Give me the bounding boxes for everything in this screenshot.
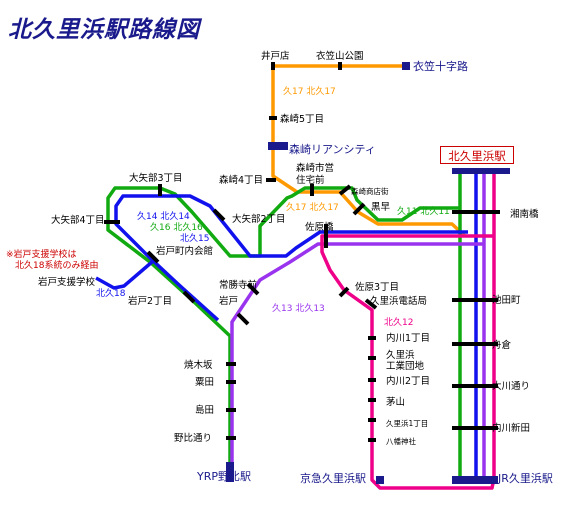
terminal-marker-jr (452, 476, 498, 484)
stop-ooyabe-3[interactable]: 大矢部3丁目 (129, 173, 183, 184)
stop-josenji-mae[interactable]: 常勝寺前 (219, 280, 258, 291)
terminal-yrp-nobi[interactable]: YRP野比駅 (197, 470, 251, 483)
stop-idoten[interactable]: 井戸店 (261, 51, 290, 62)
stop-iwato-kaikan[interactable]: 岩戸町内会館 (156, 246, 214, 257)
stop-ooyabe-4[interactable]: 大矢部4丁目 (51, 215, 105, 226)
stop-kinugasa-koen[interactable]: 衣笠山公園 (316, 51, 364, 62)
stop-morisaki-jutaku-2[interactable]: 住宅前 (296, 175, 325, 186)
stop-sahara-3[interactable]: 佐原3丁目 (355, 282, 400, 293)
stop-kurihama-1[interactable]: 久里浜1丁目 (386, 419, 429, 428)
stop-iwato-shien[interactable]: 岩戸支援学校 (38, 277, 96, 288)
stop-iwato[interactable]: 岩戸 (219, 296, 239, 307)
stop-funakura[interactable]: 舟倉 (492, 340, 512, 351)
stop-yakisaka[interactable]: 焼木坂 (184, 360, 213, 371)
terminal-keikyu-kurihama[interactable]: 京急久里浜駅 (300, 472, 366, 485)
route-label-kita17-b: 久17 北久17 (286, 203, 339, 213)
stop-nobidori[interactable]: 野比通り (174, 433, 213, 444)
stop-hachiman[interactable]: 八幡神社 (386, 437, 416, 446)
route-label-kita11: 久11 北久11 (397, 207, 450, 217)
hub-station-kitakurihama[interactable]: 北久里浜駅 (440, 146, 514, 164)
route-label-kita14: 久14 北久14 (137, 212, 190, 222)
stop-shimada[interactable]: 島田 (195, 405, 215, 416)
stop-morisaki-jutaku-1[interactable]: 森崎市営 (296, 163, 335, 174)
stop-morisaki-5[interactable]: 森崎5丁目 (280, 114, 325, 125)
stop-kurihama-denwa[interactable]: 久里浜電話局 (370, 296, 428, 307)
stop-morisaki-shotengai[interactable]: 森崎商店街 (351, 187, 389, 196)
terminal-marker-keikyu (376, 476, 384, 484)
stop-kurihama-kogyo-2[interactable]: 工業団地 (386, 361, 425, 372)
route-label-kita13: 久13 北久13 (272, 304, 325, 314)
terminal-jr-kurihama[interactable]: JR久里浜駅 (498, 472, 553, 485)
route-label-kita15: 北久15 (180, 234, 210, 244)
route-label-kita18: 北久18 (96, 289, 126, 299)
terminal-marker-morisaki (268, 142, 288, 150)
stop-morisaki-4[interactable]: 森崎4丁目 (219, 175, 264, 186)
tick-ooyabe-2 (212, 208, 226, 222)
route-line-purple-west (230, 242, 484, 470)
stop-nagata[interactable]: 粟田 (195, 377, 215, 388)
stop-ikeda[interactable]: 池田町 (492, 295, 521, 306)
tick-sahara-3 (338, 286, 350, 298)
stop-kayama[interactable]: 茅山 (386, 397, 406, 408)
stop-kurihama-kogyo-1[interactable]: 久里浜 (386, 350, 415, 361)
footnote: ※岩戸支援学校は 北久18系統のみ経由 (6, 250, 98, 272)
route-line-blue-west (114, 194, 468, 322)
footnote-line-2: 北久18系統のみ経由 (6, 261, 99, 271)
tick-kurihama-denwa (364, 298, 378, 310)
tick-morisaki-shotengai (338, 184, 352, 196)
terminal-morisaki-city[interactable]: 森崎リアンシティ (289, 143, 376, 156)
stop-ogawadori[interactable]: 大川通り (492, 381, 531, 392)
route-line-pink (320, 172, 496, 490)
route-label-kita17: 久17 北久17 (283, 87, 336, 97)
stop-iwato-2[interactable]: 岩戸2丁目 (128, 296, 173, 307)
route-line-blue-branch (95, 260, 154, 290)
stop-shonanbashi[interactable]: 湘南橋 (510, 209, 539, 220)
stop-uchikawa-2[interactable]: 内川2丁目 (386, 376, 431, 387)
footnote-line-1: ※岩戸支援学校は (6, 250, 77, 260)
terminal-marker-kinugasa (402, 62, 410, 70)
map-title: 北久里浜駅路線図 (8, 17, 200, 43)
stop-higashiya[interactable]: 黒早 (371, 202, 391, 213)
terminal-marker-hub (452, 168, 510, 174)
terminal-kinugasa-jujiro[interactable]: 衣笠十字路 (413, 60, 468, 73)
tick-josenji (246, 282, 260, 296)
terminal-marker-yrp (226, 462, 234, 482)
tick-iwato-kaikan (146, 250, 160, 264)
route-label-kita12: 北久12 (384, 318, 414, 328)
tick-iwato-2 (182, 290, 196, 304)
stop-uchikawa-shinden[interactable]: 内川新田 (492, 423, 531, 434)
stop-sahara-bashi[interactable]: 佐原橋 (305, 222, 334, 233)
route-line-green (458, 172, 462, 480)
route-label-kita16: 久16 北久16 (150, 223, 203, 233)
stop-ooyabe-2[interactable]: 大矢部2丁目 (232, 214, 286, 225)
tick-iwato (236, 312, 250, 326)
stop-uchikawa-1[interactable]: 内川1丁目 (386, 333, 431, 344)
tick-higashiya (352, 202, 366, 216)
